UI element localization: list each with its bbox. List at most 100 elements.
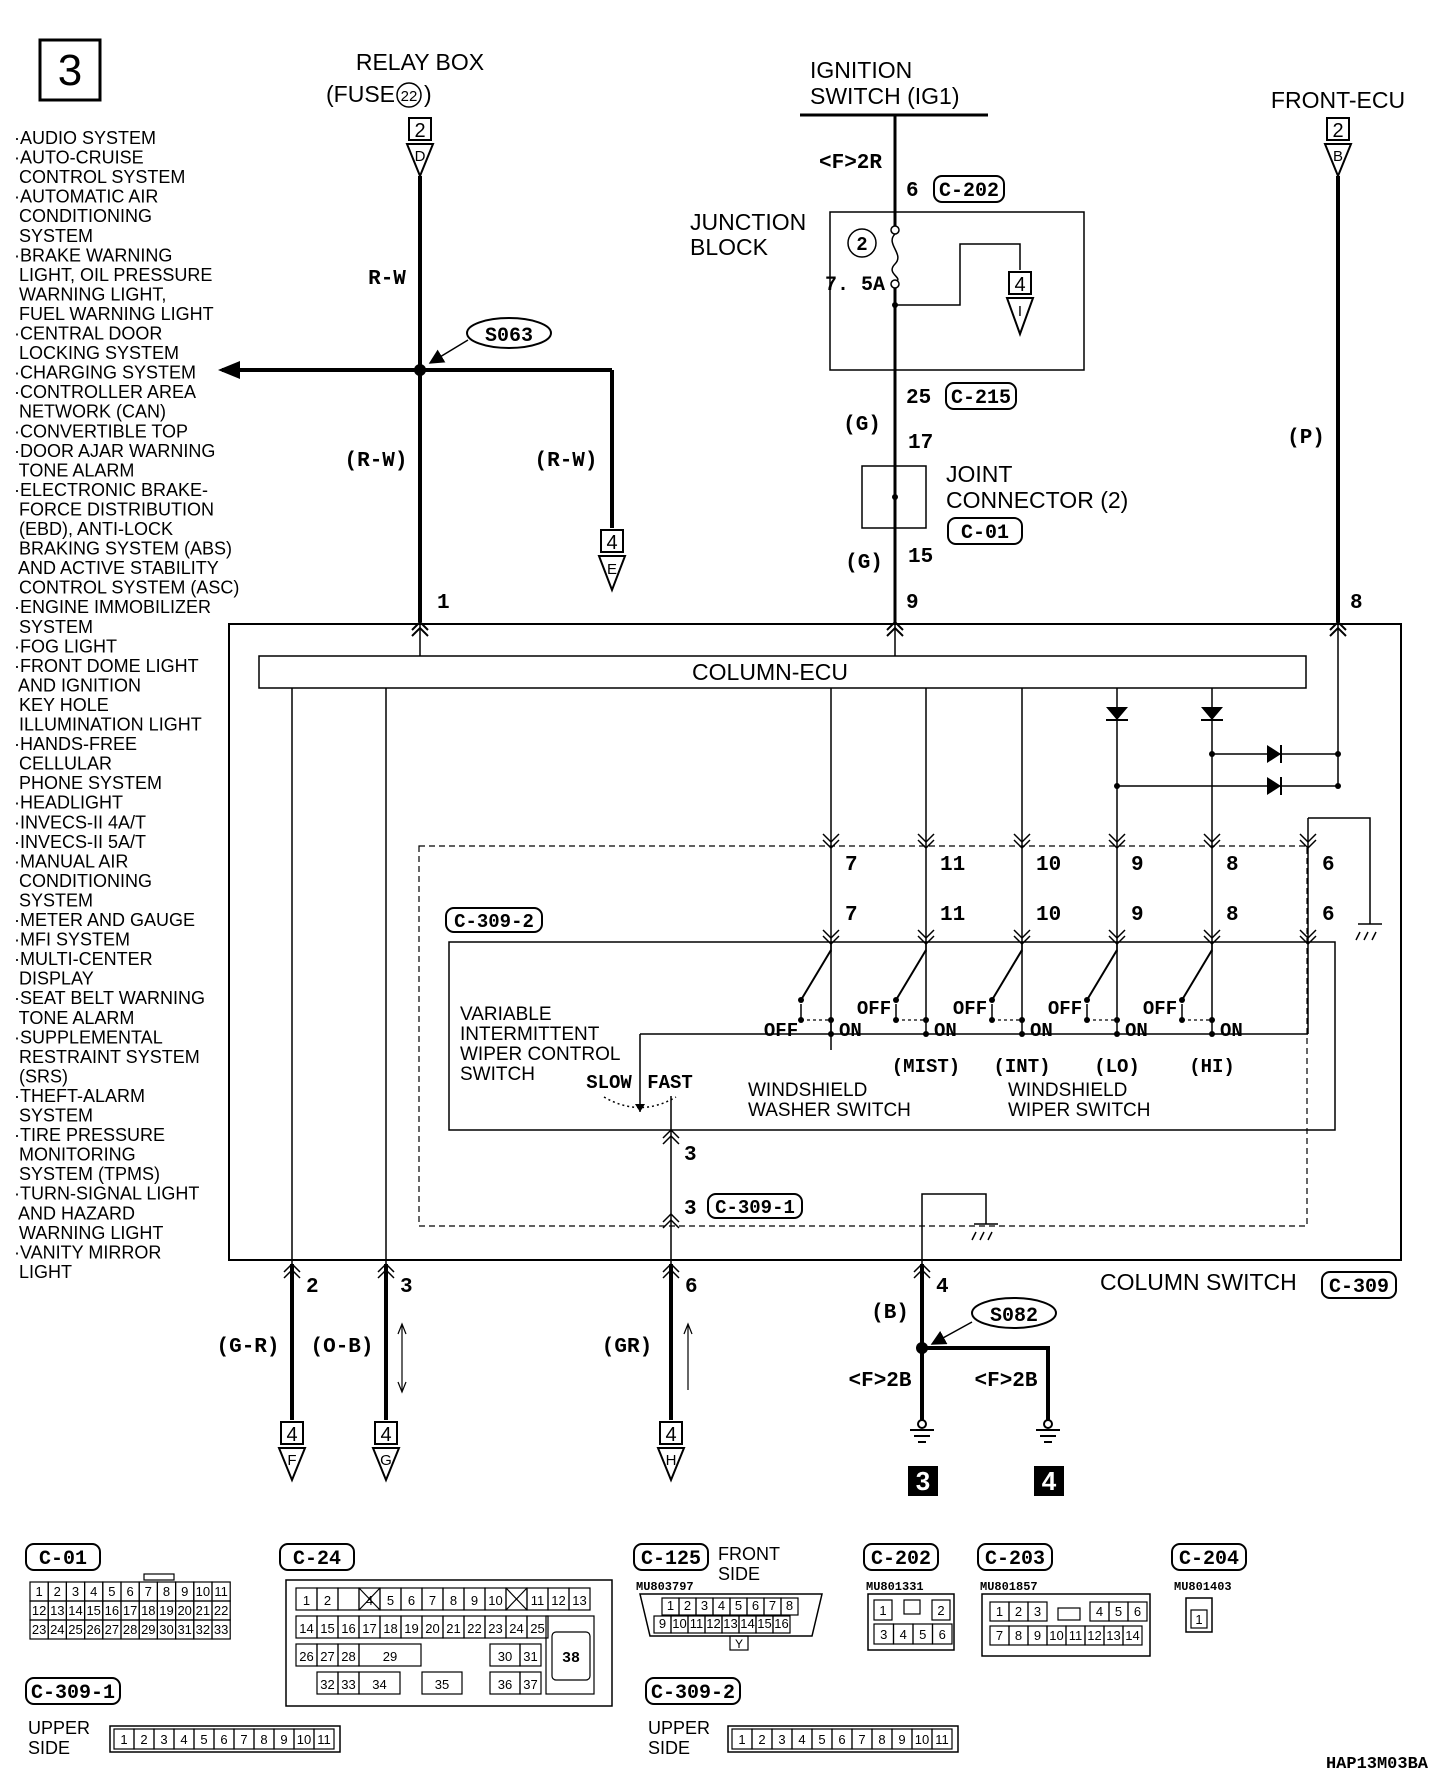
switch-pin-label: 9 [1131,854,1144,877]
switch-pin-label: 8 [1226,854,1239,877]
conn-c24-label: C-24 [293,1548,341,1571]
c3092-pin: 5 [818,1732,825,1747]
c01-pin: 26 [86,1622,100,1637]
c01-pin: 10 [196,1584,210,1599]
c125-pin: 9 [659,1616,666,1631]
system-list-item: CELLULAR [14,754,112,774]
c203-pin: 2 [1015,1604,1022,1619]
dashed-switch-enclosure [418,845,1308,1227]
wire-color-g2: (G) [845,552,883,575]
jc-pin-out: 15 [908,546,933,569]
system-list-item: ·ENGINE IMMOBILIZER [14,597,211,617]
system-list-item: LOCKING SYSTEM [14,343,179,363]
c01-pin: 3 [72,1584,79,1599]
c3091-pin: 3 [160,1732,167,1747]
conn-c3091-ref: C-309-1 [715,1197,795,1219]
pin-3-c3091: 3 [684,1198,697,1221]
system-list-item: ·FOG LIGHT [14,636,117,656]
c01-pin: 6 [126,1584,133,1599]
c24-pin: 12 [551,1593,565,1608]
c125-pin: 4 [718,1598,725,1613]
conn-c204-label: C-204 [1179,1548,1239,1571]
system-list-item: ·FRONT DOME LIGHT [14,656,199,676]
fast-label: FAST [647,1072,693,1094]
c01-pin: 21 [196,1603,210,1618]
c3092-pin: 1 [738,1732,745,1747]
mode-label: (LO) [1094,1056,1140,1078]
system-list-item: CONDITIONING [14,871,152,891]
c24-pin: 16 [341,1621,355,1636]
c01-pin: 27 [105,1622,119,1637]
c24-pin: 11 [531,1593,545,1608]
relay-ref-triangle [405,143,435,179]
c3091-pin: 1 [120,1732,127,1747]
page-number: 3 [58,46,82,95]
system-list-item: ·ELECTRONIC BRAKE- [14,480,208,500]
c3091-pin: 6 [220,1732,227,1747]
bottom-wire-color: (GR) [602,1336,652,1359]
c202-pin: 1 [879,1603,886,1618]
c24-pin: 25 [530,1621,544,1636]
relay-ref-box [408,117,432,141]
c24-pin: 35 [435,1677,449,1692]
variable-label-1: VARIABLE [460,1004,552,1025]
c125-pin: 16 [774,1616,788,1631]
c24-pin: 27 [320,1649,334,1664]
c203-pin: 9 [1034,1628,1041,1643]
relay-box-title: RELAY BOX [356,49,484,75]
conn-c3092-label: C-309-2 [651,1682,735,1705]
system-list-item: ·AUTO-CRUISE [14,148,144,168]
c24-pin: 32 [320,1677,334,1692]
bottom-wire-pin: 3 [400,1276,413,1299]
c24-pin: 10 [488,1593,502,1608]
branch-ref-letter: E [607,561,617,578]
system-list-item: (EBD), ANTI-LOCK [14,519,173,539]
ground-pin: 4 [936,1276,949,1299]
ground-point-3: 3 [916,1466,930,1496]
systems-list: ·AUDIO SYSTEM·AUTO-CRUISE CONTROL SYSTEM… [14,128,239,1282]
bottom-ref-page: 4 [286,1424,297,1446]
c01-pin: 22 [214,1603,228,1618]
system-list-item: DISPLAY [14,969,94,989]
c203-pin: 1 [996,1604,1003,1619]
jb-ref-letter: I [1018,303,1022,320]
junction-block-box [829,211,1085,371]
system-list-item: ·CENTRAL DOOR [14,324,162,344]
jc-pin-in: 17 [908,432,933,455]
c01-pin: 29 [141,1622,155,1637]
system-list-item: ·HANDS-FREE [14,734,137,754]
c24-pin: 30 [498,1649,512,1664]
conn-c01-ref: C-01 [961,522,1009,545]
bottom-wire-pin: 6 [685,1276,698,1299]
splice-s063 [466,317,552,349]
system-list-item: ·CONTROLLER AREA [14,382,196,402]
c24-pin: 17 [362,1621,376,1636]
fuse-symbol [891,233,899,283]
c01-pin: 33 [214,1622,228,1637]
c125-side-2: SIDE [718,1564,760,1584]
c01-pin: 30 [159,1622,173,1637]
switch-pin-label: 7 [845,904,858,927]
c3091-pin: 2 [140,1732,147,1747]
junction-block-label-2: BLOCK [690,234,769,260]
c202-pin: 6 [939,1627,946,1642]
c24-pin: 37 [523,1677,537,1692]
system-list-item: TONE ALARM [14,460,134,480]
relay-ref-page: 2 [414,120,425,142]
c3092-pin: 10 [915,1732,929,1747]
c3091-pin: 5 [200,1732,207,1747]
system-list-item: ·THEFT-ALARM [14,1086,145,1106]
conn-c202-ref: C-202 [939,180,999,203]
switch-pin-label: 7 [845,854,858,877]
off-label: OFF [857,998,891,1020]
variable-label-3: WIPER CONTROL [460,1044,620,1065]
c203-pin: 11 [1069,1628,1083,1643]
c24-pin: 14 [299,1621,313,1636]
c203-pin: 5 [1115,1604,1122,1619]
system-list-item: CONTROL SYSTEM (ASC) [14,578,239,598]
conn-c125-label: C-125 [641,1548,701,1571]
c01-pin: 20 [177,1603,191,1618]
junction-block-label-1: JUNCTION [690,209,806,235]
c24-pin: 22 [467,1621,481,1636]
c3092-pin: 4 [798,1732,805,1747]
